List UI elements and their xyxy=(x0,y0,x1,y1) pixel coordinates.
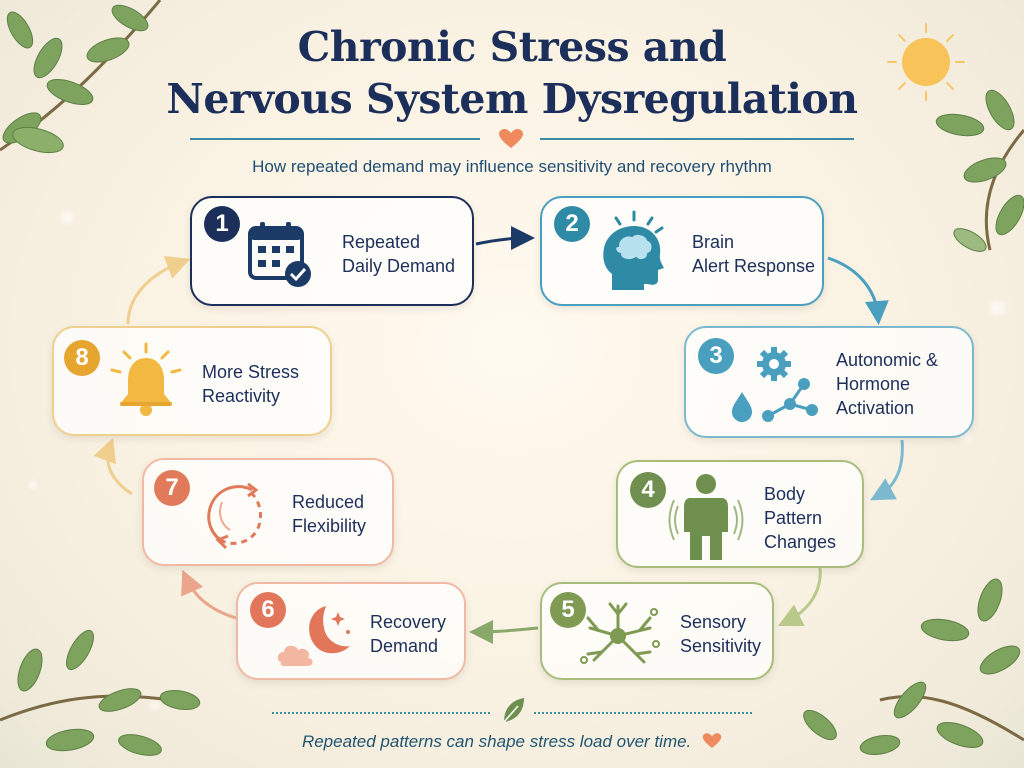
step-card-1[interactable]: 1 Repeated Daily Demand xyxy=(190,196,474,306)
sun-icon xyxy=(887,23,965,101)
step-label: Recovery Demand xyxy=(370,612,447,656)
arrow-4-to-5 xyxy=(777,567,822,627)
arrow-8-to-1 xyxy=(126,256,191,325)
leaf-branch-bottom-left xyxy=(0,629,201,756)
bokeh-light xyxy=(60,210,74,224)
step-badge: 4 xyxy=(630,472,666,508)
title-divider-left xyxy=(190,138,480,140)
step-badge: 1 xyxy=(204,206,240,242)
footer-caption: Repeated patterns can shape stress load … xyxy=(0,732,1024,752)
arrow-6-to-7 xyxy=(181,569,237,620)
step-label: More Stress Reactivity xyxy=(202,362,300,406)
bokeh-light xyxy=(28,480,38,490)
heart-icon xyxy=(499,129,523,148)
step-card-3[interactable]: 3 Autonomic & Hormone Activation xyxy=(684,326,974,438)
title-divider-right xyxy=(540,138,854,140)
leaf-icon xyxy=(503,698,524,723)
step-card-6[interactable]: 6 Recovery Demand xyxy=(236,582,466,680)
step-label: Body Pattern Changes xyxy=(764,484,837,552)
step-badge: 8 xyxy=(64,340,100,376)
leaf-branch-right xyxy=(935,89,1024,252)
cycle-arrows-icon xyxy=(207,482,262,550)
step-card-5[interactable]: 5 Sensory Sensitivity xyxy=(540,582,774,680)
subtitle: How repeated demand may influence sensit… xyxy=(252,157,772,176)
leaf-branch-top-left xyxy=(0,0,162,154)
moon-cloud-icon xyxy=(277,606,350,666)
step-card-7[interactable]: 7 Reduced Flexibility xyxy=(142,458,394,566)
step-label: Autonomic & Hormone Activation xyxy=(836,350,939,418)
step-badge: 5 xyxy=(550,592,586,628)
step-card-8[interactable]: 8 More Stress Reactivity xyxy=(52,326,332,436)
footer-heart-icon xyxy=(702,733,722,748)
step-label: Brain Alert Response xyxy=(692,232,816,276)
step-card-2[interactable]: 2 Brain Alert Response xyxy=(540,196,824,306)
neuron-icon xyxy=(580,602,660,664)
title-line-2: Nervous System Dysregulation xyxy=(166,75,858,123)
step-badge: 2 xyxy=(554,206,590,242)
alarm-bell-icon xyxy=(110,342,182,416)
calendar-check-icon xyxy=(248,222,311,287)
step-badge: 6 xyxy=(250,592,286,628)
gear-drop-molecule-icon xyxy=(732,347,818,422)
arrow-1-to-2 xyxy=(475,226,535,251)
bokeh-light xyxy=(990,300,1006,316)
arrow-5-to-6 xyxy=(469,619,539,644)
step-badge: 7 xyxy=(154,470,190,506)
step-label: Reduced Flexibility xyxy=(292,492,367,536)
footer-divider-right xyxy=(534,712,752,714)
brain-head-icon xyxy=(603,210,664,290)
arrow-2-to-3 xyxy=(827,256,889,325)
leaf-branch-bottom-right xyxy=(803,578,1024,756)
arrow-7-to-8 xyxy=(93,437,133,496)
bokeh-light xyxy=(150,700,160,710)
title-line-1: Chronic Stress and xyxy=(297,23,727,71)
body-figure-icon xyxy=(668,474,744,560)
step-card-4[interactable]: 4 Body Pattern Changes xyxy=(616,460,864,568)
step-label: Repeated Daily Demand xyxy=(342,232,456,276)
footer-divider-left xyxy=(272,712,490,714)
step-badge: 3 xyxy=(698,338,734,374)
arrow-3-to-4 xyxy=(870,439,904,501)
step-label: Sensory Sensitivity xyxy=(680,612,762,656)
